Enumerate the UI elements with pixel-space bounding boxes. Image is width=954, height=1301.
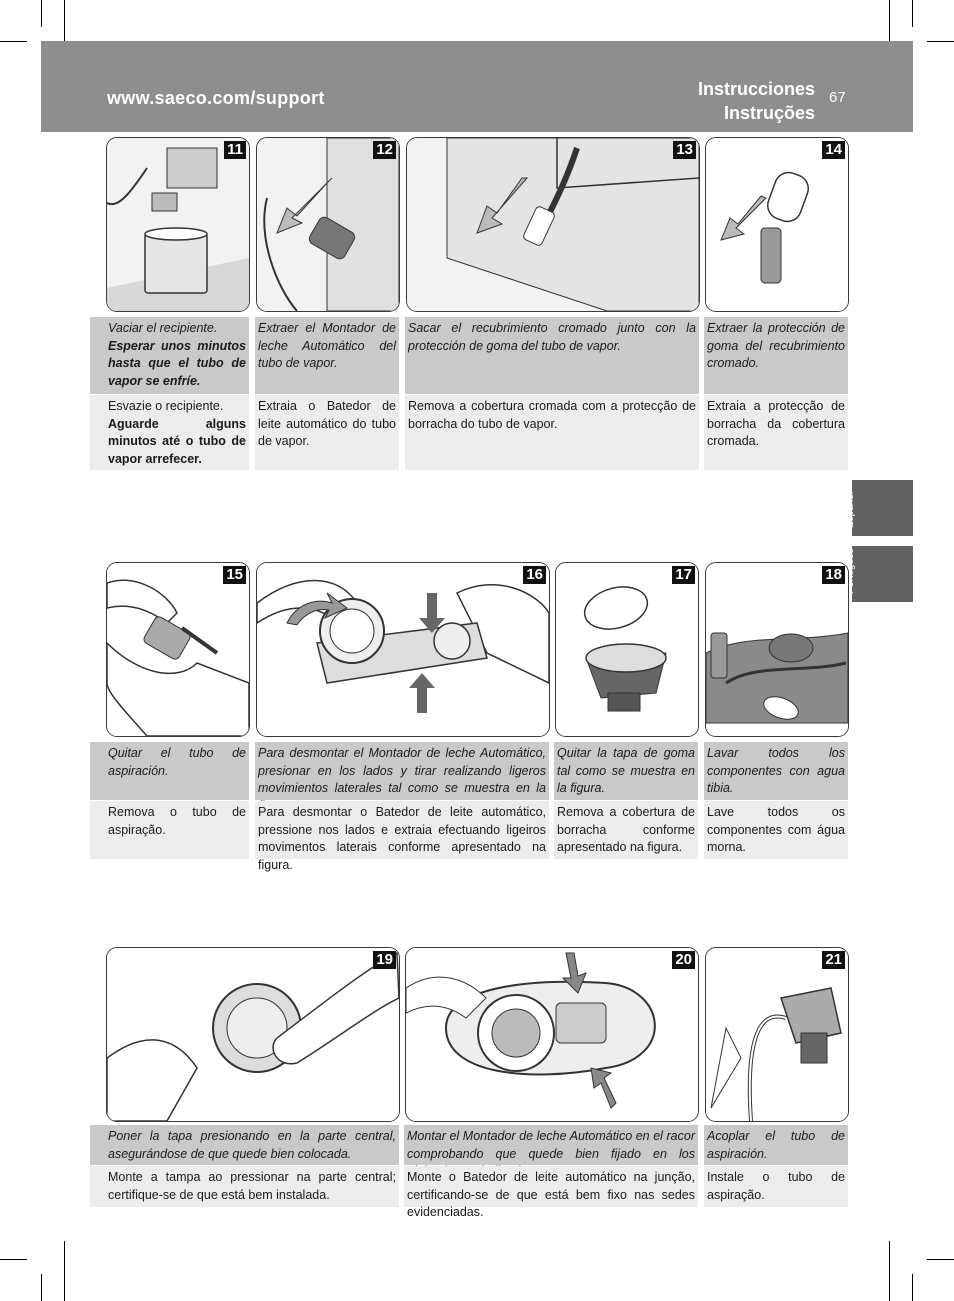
title-pt: Instruções [723, 103, 815, 123]
illustration-13: 13 [406, 137, 700, 312]
step-text-pt: Instale o tubo de aspiração. [707, 1170, 845, 1202]
step-text-es: Para desmontar el Montador de leche Auto… [258, 746, 546, 813]
illustration-18: 18 [705, 562, 849, 737]
illustration-15: 15 [106, 562, 250, 737]
es-cell-19: Poner la tapa presionando en la parte ce… [90, 1125, 399, 1165]
rubber-cap-removal-illustration [556, 563, 698, 736]
step-number: 13 [673, 141, 696, 159]
es-cell-20: Montar el Montador de leche Automático e… [404, 1125, 698, 1178]
step-text-es: Lavar todos los componentes con agua tib… [707, 746, 845, 795]
step-text-es: Extraer el Montador de leche Automático … [258, 321, 396, 370]
steps-row-2: 15 16 17 18 ES PT Quitar el tubo de aspi… [0, 562, 954, 872]
chrome-cover-illustration [407, 138, 699, 311]
es-cell-17: Quitar la tapa de goma tal como se muest… [554, 742, 698, 800]
step-text-pt: Monte a tampa ao pressionar na parte cen… [108, 1170, 396, 1202]
pt-cell-20: Monte o Batedor de leite automático na j… [404, 1166, 698, 1219]
illustration-21: 21 [705, 947, 849, 1122]
page-header: www.saeco.com/support Instrucciones Inst… [41, 41, 913, 132]
side-tab-espanol[interactable]: Español [845, 480, 913, 536]
pt-cell-13: Remova a cobertura cromada com a protecç… [405, 395, 699, 470]
es-cell-16: Para desmontar el Montador de leche Auto… [255, 742, 549, 813]
pt-cell-19: Monte a tampa ao pressionar na parte cen… [90, 1166, 399, 1207]
washing-components-illustration [706, 563, 848, 736]
illustration-19: 19 [106, 947, 400, 1122]
es-cell-14: Extraer la protección de goma del recubr… [704, 317, 848, 394]
machine-cup-illustration [107, 138, 249, 311]
step-number: 20 [672, 951, 695, 969]
step-number: 11 [224, 141, 246, 159]
step-text-pt: Remova a cobertura de borracha conforme … [557, 805, 695, 854]
illustration-16: 16 [256, 562, 550, 737]
step-text-es: Extraer la protección de goma del recubr… [707, 321, 845, 370]
header-title: Instrucciones Instruções [698, 77, 815, 125]
step-text-pt: Remova a cobertura cromada com a protecç… [408, 399, 696, 431]
es-cell-12: Extraer el Montador de leche Automático … [255, 317, 399, 394]
step-number: 12 [373, 141, 396, 159]
step-number: 16 [523, 566, 546, 584]
es-cell-11: Vaciar el recipiente. Esperar unos minut… [90, 317, 249, 394]
step-number: 18 [822, 566, 845, 584]
pt-cell-11: Esvazie o recipiente. Aguarde alguns min… [90, 395, 249, 470]
suction-tube-fitting-illustration [706, 948, 848, 1121]
illustration-20: 20 [405, 947, 699, 1122]
illustration-17: 17 [555, 562, 699, 737]
frother-disassembly-illustration [257, 563, 549, 736]
frother-mounting-illustration [406, 948, 698, 1121]
pt-cell-16: Para desmontar o Batedor de leite automá… [255, 801, 549, 872]
step-text-es: Sacar el recubrimiento cromado junto con… [408, 321, 696, 353]
cap-insertion-illustration [107, 948, 399, 1121]
step-text-pt: Esvazie o recipiente. [108, 399, 224, 413]
suction-tube-removal-illustration [107, 563, 249, 736]
step-text-pt: Para desmontar o Batedor de leite automá… [258, 805, 546, 872]
pt-cell-18: Lave todos os componentes com água morna… [704, 801, 848, 859]
step-text-es: Acoplar el tubo de aspiración. [707, 1129, 845, 1161]
pt-cell-17: Remova a cobertura de borracha conforme … [554, 801, 698, 859]
step-number: 21 [822, 951, 845, 969]
step-text-pt: Extraia o Batedor de leite automático do… [258, 399, 396, 448]
step-text-es: Quitar el tubo de aspiración. [108, 746, 246, 778]
step-text-pt: Remova o tubo de aspiração. [108, 805, 246, 837]
steps-row-1: 11 12 13 14 ES PT Vaciar el recipiente. … [0, 137, 954, 477]
es-cell-21: Acoplar el tubo de aspiración. [704, 1125, 848, 1165]
pt-cell-12: Extraia o Batedor de leite automático do… [255, 395, 399, 470]
illustration-12: 12 [256, 137, 400, 312]
step-number: 19 [373, 951, 396, 969]
page-number: 67 [829, 89, 846, 106]
pt-cell-15: Remova o tubo de aspiração. [90, 801, 249, 859]
pt-cell-14: Extraia a protecção de borracha da cober… [704, 395, 848, 470]
step-number: 15 [223, 566, 246, 584]
es-cell-13: Sacar el recubrimiento cromado junto con… [405, 317, 699, 394]
pt-cell-21: Instale o tubo de aspiração. [704, 1166, 848, 1207]
es-cell-15: Quitar el tubo de aspiración. [90, 742, 249, 800]
side-tab-label: Español [845, 491, 856, 528]
step-text-pt: Monte o Batedor de leite automático na j… [407, 1170, 695, 1219]
side-tab-portugues[interactable]: Português [845, 546, 913, 602]
es-cell-18: Lavar todos los componentes con agua tib… [704, 742, 848, 800]
step-text-pt: Lave todos os componentes com água morna… [707, 805, 845, 854]
steps-row-3: 19 20 21 ES PT Poner la tapa presionando… [0, 947, 954, 1219]
rubber-protection-illustration [706, 138, 848, 311]
support-url[interactable]: www.saeco.com/support [107, 88, 325, 108]
step-text-es: Vaciar el recipiente. [108, 321, 218, 335]
step-text-pt-bold: Aguarde alguns minutos até o tubo de vap… [108, 416, 246, 466]
title-es: Instrucciones [697, 79, 815, 99]
illustration-11: 11 [106, 137, 250, 312]
step-text-pt: Extraia a protecção de borracha da cober… [707, 399, 845, 448]
step-text-es: Poner la tapa presionando en la parte ce… [108, 1129, 396, 1161]
step-text-es-bold: Esperar unos minutos hasta que el tubo d… [108, 338, 246, 388]
frother-removal-illustration [257, 138, 399, 311]
illustration-14: 14 [705, 137, 849, 312]
step-number: 17 [672, 566, 695, 584]
step-text-es: Quitar la tapa de goma tal como se muest… [557, 746, 695, 795]
step-number: 14 [822, 141, 845, 159]
